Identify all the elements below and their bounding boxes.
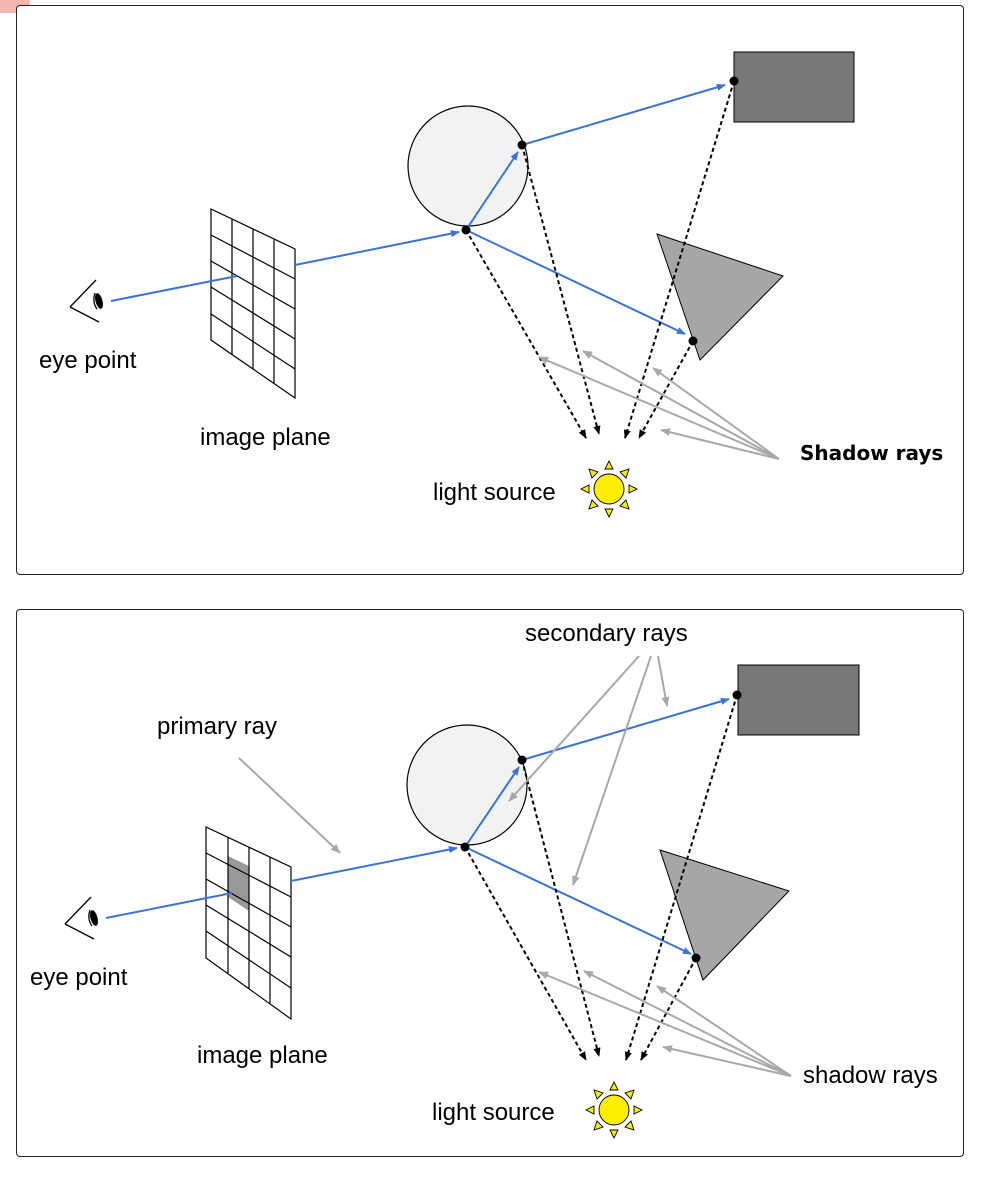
primary-ray-segment (105, 892, 233, 919)
intersection-points (460, 690, 742, 963)
diagram-panel-shadow-rays: eye point image plane light source Shado… (16, 5, 964, 575)
eye-icon (64, 896, 98, 940)
refraction-ray (464, 766, 520, 848)
sun-icon (579, 459, 639, 519)
label-image-plane: image plane (200, 424, 331, 451)
primary-ray (290, 846, 458, 882)
shadow-rays-dashed (465, 80, 735, 439)
primary-ray-annotation-arrow (238, 757, 341, 854)
label-eye-point: eye point (30, 964, 128, 991)
primary-ray-segment (110, 275, 238, 302)
eye-icon (69, 279, 103, 323)
shadow-rays-annotation-arrows (538, 350, 780, 460)
reflection-ray (465, 229, 686, 335)
intersection-points (461, 76, 739, 346)
label-image-plane: image plane (197, 1042, 328, 1069)
secondary-rays-annotation-arrows (508, 655, 670, 886)
primary-and-secondary-rays (110, 83, 726, 335)
primary-ray (294, 230, 460, 266)
reflection-ray (464, 846, 692, 955)
triangle-object (659, 849, 790, 981)
diagram-canvas: eye point image plane light source Shado… (39, 51, 943, 519)
label-secondary-rays: secondary rays (525, 620, 688, 647)
diagram-panel-secondary-rays: secondary rays primary ray eye point ima… (16, 609, 964, 1157)
image-plane-grid (205, 826, 292, 1021)
sphere-object (406, 724, 528, 846)
shadow-rays-annotation-arrows (538, 970, 792, 1077)
sun-icon (584, 1080, 644, 1140)
label-primary-ray: primary ray (157, 713, 277, 740)
label-light-source: light source (433, 479, 556, 506)
label-shadow-rays: shadow rays (803, 1062, 938, 1089)
highlighted-pixel (228, 856, 249, 911)
label-shadow-rays: Shadow rays (800, 441, 943, 465)
refraction-ray (465, 151, 519, 231)
shadow-rays-dashed (464, 694, 738, 1061)
image-plane-grid (210, 208, 296, 400)
rectangle-object (733, 51, 855, 123)
ray-to-rectangle (521, 83, 726, 146)
label-light-source: light source (432, 1099, 555, 1126)
diagram-canvas: secondary rays primary ray eye point ima… (30, 620, 938, 1140)
rectangle-object (737, 664, 860, 736)
sphere-object (407, 105, 529, 227)
triangle-object (656, 233, 784, 361)
label-eye-point: eye point (39, 347, 137, 374)
